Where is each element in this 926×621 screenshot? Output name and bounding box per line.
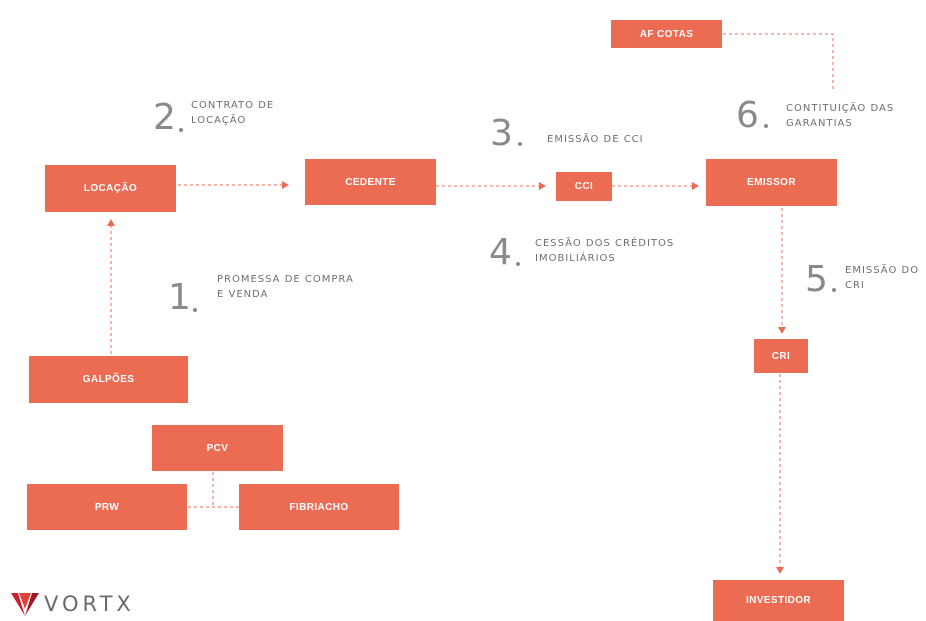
- step-text: CESSÃO DOS CRÉDITOS IMOBILIÁRIOS: [535, 238, 675, 264]
- step-dot: [832, 288, 836, 292]
- box-locacao: LOCAÇÃO: [45, 165, 176, 212]
- step-dot: [764, 124, 768, 128]
- step-dot: [516, 262, 520, 266]
- step-number: 1: [168, 277, 191, 318]
- step-text: CONTRATO DE LOCAÇÃO: [191, 100, 275, 126]
- box-cedente: CEDENTE: [305, 159, 436, 205]
- step-number: 4: [489, 232, 512, 273]
- step-dot: [179, 128, 183, 132]
- step-number: 2: [153, 97, 176, 138]
- box-fibriacho: FIBRIACHO: [239, 484, 399, 530]
- step-text: EMISSÃO DE CCI: [547, 134, 644, 145]
- line-afcotas-emissor: [723, 33, 834, 91]
- step-dot: [518, 142, 522, 146]
- step-text: CONTITUIÇÃO DAS GARANTIAS: [786, 103, 895, 129]
- step-number: 3: [490, 113, 513, 154]
- box-af-cotas: AF COTAS: [611, 20, 722, 48]
- vortx-v-logo-icon: [11, 593, 39, 616]
- box-galpoes: GALPÕES: [29, 356, 188, 403]
- step-text: EMISSÃO DO CRI: [845, 265, 920, 291]
- step-number: 5: [805, 259, 828, 300]
- box-prw: PRW: [27, 484, 187, 530]
- box-investidor: INVESTIDOR: [713, 580, 844, 621]
- step-dot: [193, 308, 197, 312]
- logo-wordmark: VORTX: [44, 592, 135, 616]
- box-pcv: PCV: [152, 425, 283, 471]
- step-text: PROMESSA DE COMPRA E VENDA: [217, 274, 354, 300]
- box-cci: CCI: [556, 172, 612, 201]
- box-emissor: EMISSOR: [706, 159, 837, 206]
- step-number: 6: [736, 95, 759, 136]
- box-cri: CRI: [754, 339, 808, 373]
